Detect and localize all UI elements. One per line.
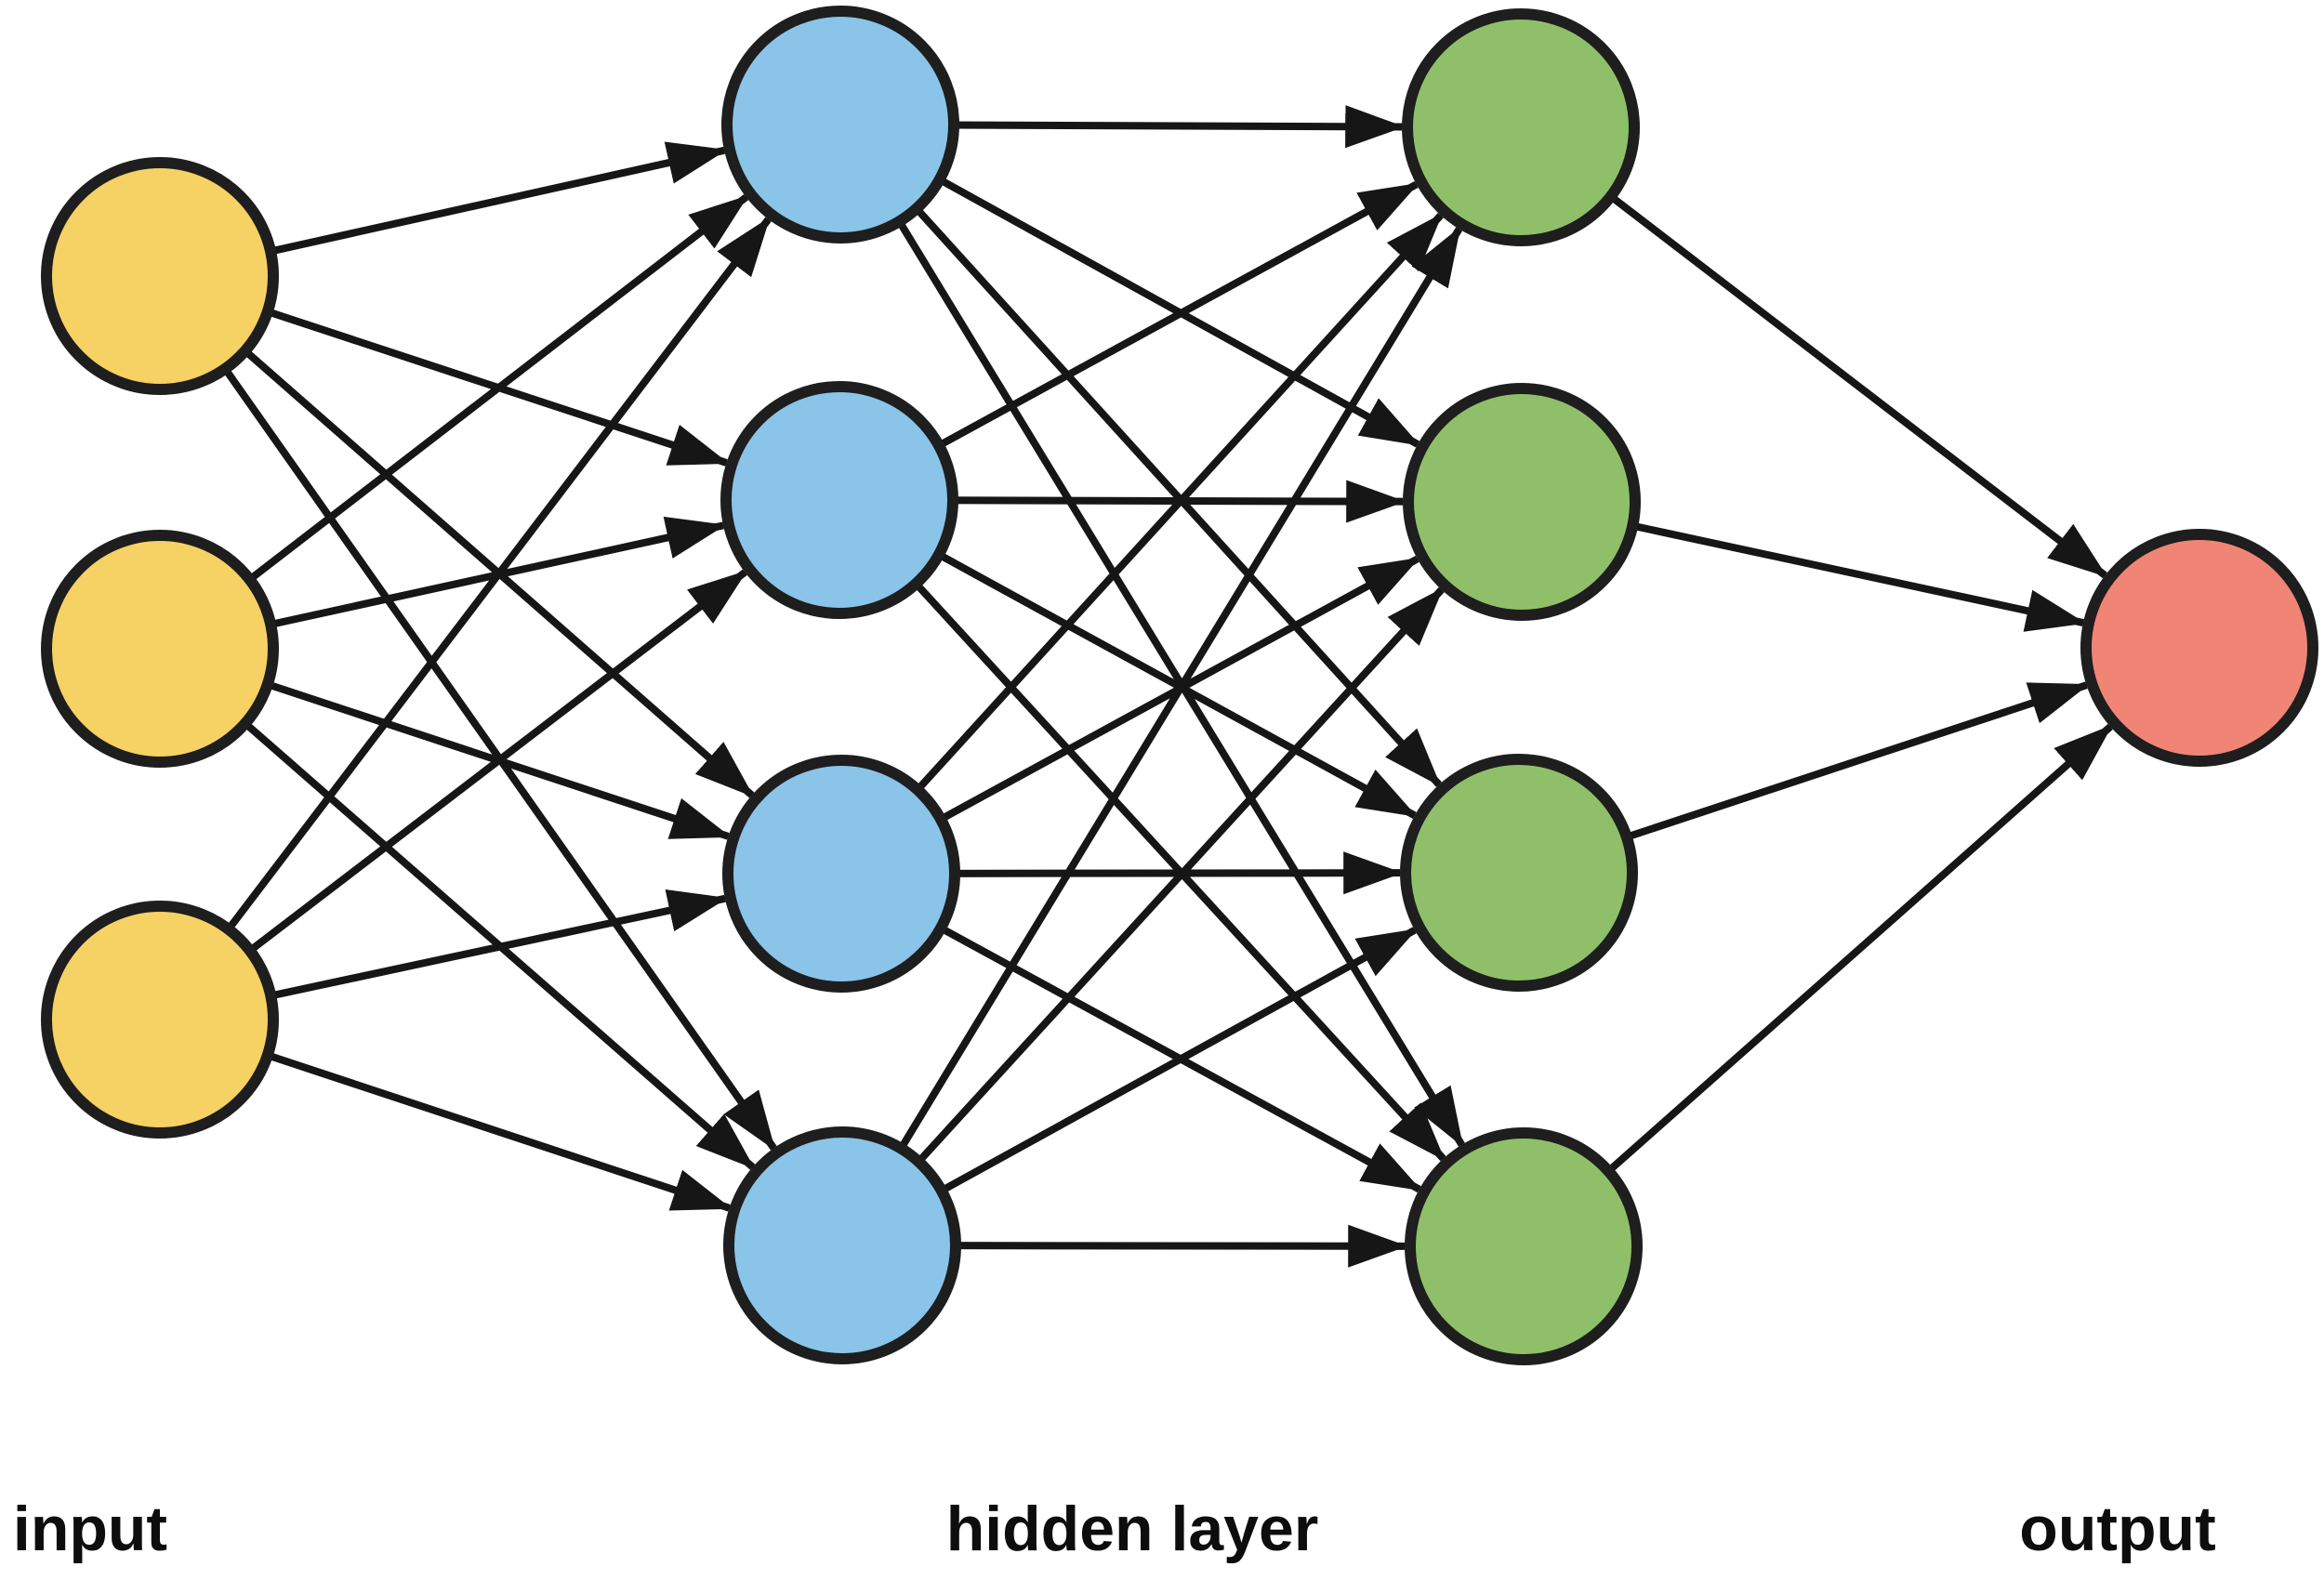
edge-hidden1-to-hidden2 [837, 497, 1446, 1162]
input-node-3 [41, 901, 279, 1139]
input-layer-label: input [13, 1494, 167, 1564]
output-layer-label: output [2019, 1494, 2215, 1564]
edge-hidden2-to-output [1521, 723, 2113, 1249]
output-node-1 [2080, 529, 2318, 767]
edge-hidden2-to-output [1518, 124, 2107, 579]
edge-hidden1-to-hidden2 [839, 586, 1445, 1248]
hidden1-node-3 [722, 755, 960, 993]
hidden2-node-4 [1405, 1127, 1643, 1365]
edge-hidden1-to-hidden2 [838, 226, 1463, 1248]
input-node-2 [41, 530, 279, 768]
hidden1-node-2 [720, 381, 958, 619]
hidden2-node-3 [1400, 754, 1638, 992]
edge-hidden1-to-hidden2 [837, 122, 1465, 1148]
edge-input-to-hidden1 [156, 273, 777, 1151]
hidden2-node-2 [1403, 383, 1641, 621]
input-node-1 [41, 157, 279, 395]
nodes-group [41, 6, 2318, 1365]
edge-input-to-hidden1 [156, 217, 772, 1022]
hidden1-node-4 [723, 1126, 961, 1364]
edge-input-to-hidden1 [157, 645, 756, 1170]
hidden2-node-1 [1402, 8, 1640, 246]
hidden1-node-1 [721, 6, 959, 244]
hidden-layer-label: hidden layer [946, 1494, 1319, 1564]
labels-group: input hidden layer output [13, 1494, 2216, 1564]
edge-input-to-hidden1 [157, 272, 755, 798]
edge-hidden1-to-hidden2 [838, 212, 1444, 876]
edge-input-to-hidden1 [157, 193, 749, 652]
edge-input-to-hidden1 [157, 569, 747, 1023]
edges-group [156, 105, 2113, 1268]
edge-hidden1-to-hidden2 [838, 122, 1442, 787]
